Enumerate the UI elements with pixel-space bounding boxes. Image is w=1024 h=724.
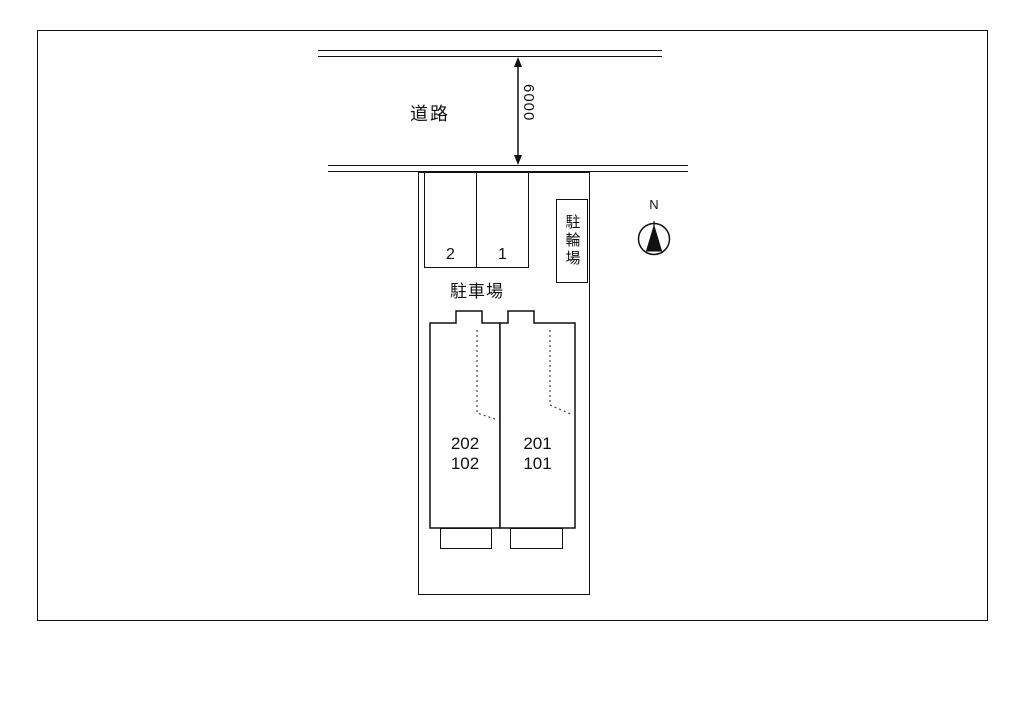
unit-number: 201 xyxy=(523,434,552,453)
unit-number: 102 xyxy=(450,454,480,473)
unit-number: 101 xyxy=(523,454,552,473)
unit-label-left: 202 102 xyxy=(430,434,500,474)
entry-path-dashed-right xyxy=(549,330,574,416)
parking-stall-1: 1 xyxy=(477,172,529,268)
unit-label-right: 201 101 xyxy=(500,434,575,474)
road-width-dimension-arrow xyxy=(514,57,522,165)
road-label: 道路 xyxy=(410,104,450,124)
compass-north-label: N xyxy=(649,197,658,212)
compass-icon: N xyxy=(637,197,671,256)
building-unit-left xyxy=(429,310,501,529)
building-outline xyxy=(429,310,576,529)
unit-number: 202 xyxy=(450,434,480,453)
building-unit-right xyxy=(499,310,576,529)
parking-stall-2: 2 xyxy=(424,172,477,268)
parking-stall-number: 2 xyxy=(446,246,455,263)
bicycle-parking-label: 駐輪場 xyxy=(563,214,581,268)
parking-stall-number: 1 xyxy=(498,246,507,263)
parking-area-label: 駐車場 xyxy=(450,282,504,301)
road-width-dimension-label: 6000 xyxy=(520,84,537,122)
road-edge-bottom-line xyxy=(328,165,688,172)
compass-needle-icon xyxy=(645,224,663,252)
bicycle-parking-box: 駐輪場 xyxy=(556,199,588,283)
porch-right xyxy=(510,528,563,549)
road-edge-top-line xyxy=(318,50,662,57)
porch-left xyxy=(440,528,492,549)
plan-border-frame xyxy=(37,30,988,621)
